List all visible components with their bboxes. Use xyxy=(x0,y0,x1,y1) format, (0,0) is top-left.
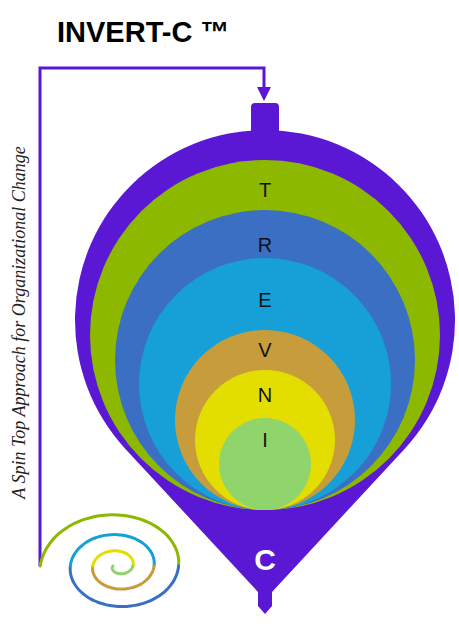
circle-fill xyxy=(139,258,391,510)
circle-fill xyxy=(175,330,355,510)
spin-top-handle xyxy=(251,103,279,143)
tagline: A Spin Top Approach for Organizational C… xyxy=(9,146,30,498)
spiral-arc xyxy=(70,535,154,566)
ring-circle: NI xyxy=(195,370,335,510)
circle-fill xyxy=(219,418,311,510)
spin-top: CTREVNI xyxy=(68,98,459,618)
ring-circle: REVNI xyxy=(115,210,415,510)
node-letter: V xyxy=(175,338,355,362)
circle-fill xyxy=(115,210,415,510)
node-letter-large: C xyxy=(68,542,459,578)
ring-circle: I xyxy=(219,418,311,510)
node-letter: E xyxy=(139,288,391,312)
circle-fill xyxy=(90,160,440,510)
node-letter: I xyxy=(219,428,311,452)
spiral-arc xyxy=(112,566,133,574)
spiral-arc xyxy=(93,566,155,589)
node-letter: R xyxy=(115,233,415,257)
title: INVERT-C ™ xyxy=(57,16,229,49)
ring-circle: VNI xyxy=(175,330,355,510)
node-letter: T xyxy=(90,178,440,202)
arrow-head xyxy=(257,87,271,101)
ring-circle: TREVNI xyxy=(90,160,440,510)
circle-fill xyxy=(195,370,335,510)
spiral-arc xyxy=(40,515,179,566)
ring-circle: EVNI xyxy=(139,258,391,510)
spiral-arc xyxy=(70,566,178,607)
node-letter: N xyxy=(195,383,335,407)
spiral-arc xyxy=(93,551,133,566)
spin-top-body xyxy=(75,130,455,614)
spiral xyxy=(40,515,179,607)
